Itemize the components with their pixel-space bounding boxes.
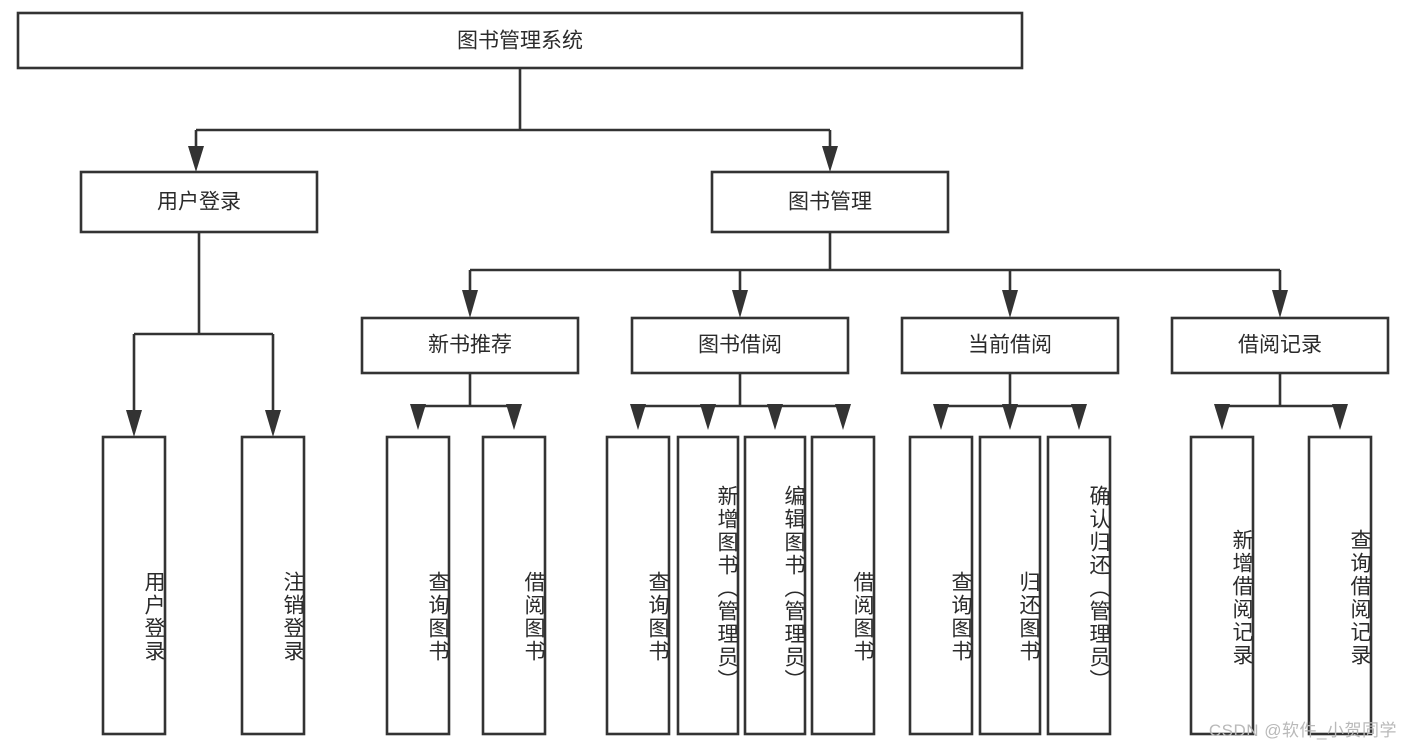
leaf-box-current-borrow-3[interactable]	[1046, 435, 1112, 736]
arrow-head-leaf-user-login-1	[126, 410, 142, 437]
node-book-borrow-label: 图书借阅	[698, 334, 782, 357]
node-user-login[interactable]: 用户登录	[79, 170, 319, 234]
node-user-login-label: 用户登录	[157, 191, 241, 214]
arrow-head-to-book-manage	[822, 146, 838, 172]
node-root[interactable]: 图书管理系统	[16, 11, 1024, 70]
leaf-box-current-borrow-2[interactable]	[978, 435, 1042, 736]
node-new-book-recommend-label: 新书推荐	[428, 334, 512, 357]
leaf-box-book-borrow-1[interactable]	[605, 435, 671, 736]
leaf-box-user-login-2[interactable]	[240, 435, 306, 736]
node-book-borrow-box[interactable]	[630, 316, 850, 375]
arrow-head-leaf-borrow-record-1	[1214, 404, 1230, 430]
node-book-borrow[interactable]: 图书借阅	[630, 316, 850, 375]
node-new-book-recommend[interactable]: 新书推荐	[360, 316, 580, 375]
leaf-box-borrow-record-1[interactable]	[1189, 435, 1255, 736]
node-current-borrow-box[interactable]	[900, 316, 1120, 375]
arrow-head-leaf-book-borrow-3	[767, 404, 783, 430]
leaf-box-new-book-2[interactable]	[481, 435, 547, 736]
arrow-head-leaf-new-book-1	[410, 404, 426, 430]
leaf-box-book-borrow-4[interactable]	[810, 435, 876, 736]
arrow-head-leaf-current-borrow-2	[1002, 404, 1018, 430]
arrow-head-leaf-book-borrow-4	[835, 404, 851, 430]
arrow-head-leaf-current-borrow-3	[1071, 404, 1087, 430]
arrow-head-to-user-login	[188, 146, 204, 172]
node-borrow-record-box[interactable]	[1170, 316, 1390, 375]
arrow-head-to-borrow-record	[1272, 290, 1288, 318]
arrow-head-leaf-borrow-record-2	[1332, 404, 1348, 430]
leaf-box-book-borrow-3[interactable]	[743, 435, 807, 736]
arrow-head-leaf-book-borrow-2	[700, 404, 716, 430]
csdn-watermark: CSDN @软件_小贺同学	[1208, 721, 1397, 740]
leaf-box-user-login-1[interactable]	[101, 435, 167, 736]
arrow-head-leaf-new-book-2	[506, 404, 522, 430]
node-root-label: 图书管理系统	[457, 30, 583, 53]
arrow-head-leaf-book-borrow-1	[630, 404, 646, 430]
arrow-head-leaf-current-borrow-1	[933, 404, 949, 430]
node-current-borrow-label: 当前借阅	[968, 334, 1052, 357]
leaf-box-new-book-1[interactable]	[385, 435, 451, 736]
arrow-head-leaf-user-login-2	[265, 410, 281, 437]
leaf-box-current-borrow-1[interactable]	[908, 435, 974, 736]
node-book-manage-box[interactable]	[710, 170, 950, 234]
node-borrow-record-label: 借阅记录	[1238, 334, 1322, 357]
node-current-borrow[interactable]: 当前借阅	[900, 316, 1120, 375]
node-book-manage-label: 图书管理	[788, 191, 872, 214]
node-borrow-record[interactable]: 借阅记录	[1170, 316, 1390, 375]
arrow-head-to-book-borrow	[732, 290, 748, 318]
leaf-box-book-borrow-2[interactable]	[676, 435, 740, 736]
arrow-head-to-new-book	[462, 290, 478, 318]
node-book-manage[interactable]: 图书管理	[710, 170, 950, 234]
arrow-head-to-current-borrow	[1002, 290, 1018, 318]
leaf-box-borrow-record-2[interactable]	[1307, 435, 1373, 736]
node-new-book-recommend-box[interactable]	[360, 316, 580, 375]
node-root-box[interactable]	[16, 11, 1024, 70]
